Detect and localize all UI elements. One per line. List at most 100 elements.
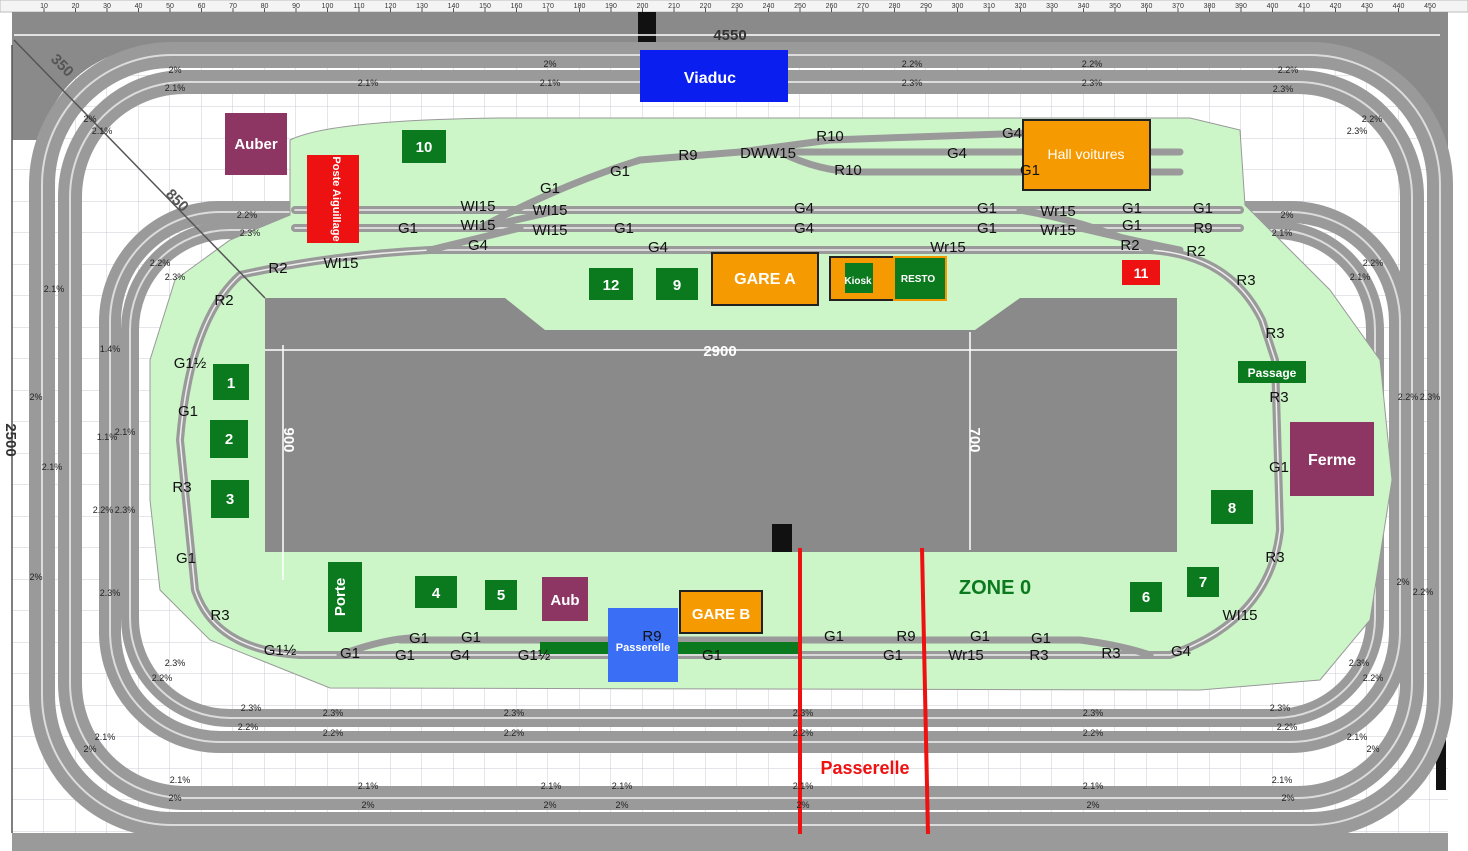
svg-text:Kiosk: Kiosk bbox=[844, 276, 872, 287]
grade-label: 2.1% bbox=[165, 83, 186, 93]
grade-label: 2.1% bbox=[540, 78, 561, 88]
track-piece-label: R9 bbox=[642, 628, 661, 645]
ruler-tick-label: 180 bbox=[574, 3, 586, 10]
grade-label: 2% bbox=[83, 114, 96, 124]
track-piece-label: G1 bbox=[702, 647, 722, 664]
track-piece-label: Wr15 bbox=[1040, 203, 1076, 220]
ruler-tick-label: 280 bbox=[889, 3, 901, 10]
ruler-tick-label: 430 bbox=[1361, 3, 1373, 10]
track-piece-label: WI15 bbox=[1222, 607, 1257, 624]
building-8[interactable]: 8 bbox=[1211, 490, 1253, 524]
building-passage[interactable]: Passage bbox=[1238, 361, 1306, 383]
svg-text:12: 12 bbox=[603, 277, 620, 294]
building-3[interactable]: 3 bbox=[211, 480, 249, 518]
ruler-tick-label: 200 bbox=[637, 3, 649, 10]
building-10[interactable]: 10 bbox=[402, 130, 446, 163]
building-12[interactable]: 12 bbox=[589, 268, 633, 300]
grade-label: 2.3% bbox=[1349, 658, 1370, 668]
building-auber[interactable]: Auber bbox=[225, 113, 287, 175]
pit-black-marker bbox=[772, 524, 792, 552]
track-piece-label: G1 bbox=[178, 403, 198, 420]
building-gare-b[interactable]: GARE B bbox=[679, 590, 763, 634]
track-piece-label: G1 bbox=[977, 200, 997, 217]
svg-text:1: 1 bbox=[227, 375, 235, 392]
track-piece-label: G1½ bbox=[264, 642, 297, 659]
passerelle-lines bbox=[798, 547, 930, 835]
ruler-tick-label: 70 bbox=[229, 3, 237, 10]
track-piece-label: Wr15 bbox=[948, 647, 984, 664]
grade-label: 2.2% bbox=[238, 722, 259, 732]
building-passerelle-station[interactable]: Passerelle bbox=[608, 608, 678, 682]
track-piece-label: WI15 bbox=[532, 222, 567, 239]
track-piece-label: WI15 bbox=[532, 202, 567, 219]
ruler-tick-label: 140 bbox=[448, 3, 460, 10]
ruler-tick-label: 210 bbox=[668, 3, 680, 10]
track-piece-label: G1 bbox=[1031, 630, 1051, 647]
track-piece-label: R3 bbox=[1265, 549, 1284, 566]
building-6[interactable]: 6 bbox=[1130, 582, 1162, 612]
ruler-tick-label: 370 bbox=[1172, 3, 1184, 10]
svg-text:GARE B: GARE B bbox=[692, 606, 751, 623]
grade-label: 2.3% bbox=[1082, 78, 1103, 88]
grade-label: 2.1% bbox=[1272, 228, 1293, 238]
ruler-tick-label: 310 bbox=[983, 3, 995, 10]
track-piece-label: R9 bbox=[896, 628, 915, 645]
track-piece-label: R3 bbox=[1265, 325, 1284, 342]
building-ferme[interactable]: Ferme bbox=[1290, 422, 1374, 496]
building-poste-aiguillage[interactable]: Poste Aiguillage bbox=[307, 155, 359, 243]
track-piece-label: G4 bbox=[648, 239, 668, 256]
grade-label: 2% bbox=[1281, 793, 1294, 803]
svg-text:Ferme: Ferme bbox=[1308, 452, 1356, 469]
track-piece-label: R3 bbox=[1029, 647, 1048, 664]
building-1[interactable]: 1 bbox=[213, 364, 249, 400]
grade-label: 2.2% bbox=[1363, 673, 1384, 683]
grade-label: 2% bbox=[796, 800, 809, 810]
building-7[interactable]: 7 bbox=[1187, 567, 1219, 597]
track-piece-label: G4 bbox=[794, 200, 814, 217]
grade-label: 2.1% bbox=[1083, 781, 1104, 791]
dim-height-total: 2500 bbox=[2, 423, 19, 456]
track-piece-label: G4 bbox=[450, 647, 470, 664]
building-11[interactable]: 11 bbox=[1122, 260, 1160, 285]
ruler-tick-label: 110 bbox=[353, 3, 364, 10]
grade-label: 2.2% bbox=[150, 258, 171, 268]
building-5[interactable]: 5 bbox=[485, 580, 517, 610]
svg-text:5: 5 bbox=[497, 587, 505, 604]
track-piece-label: G1 bbox=[883, 647, 903, 664]
building-viaduc[interactable]: Viaduc bbox=[640, 50, 788, 102]
grade-label: 2.3% bbox=[1347, 126, 1368, 136]
grade-label: 2% bbox=[1280, 210, 1293, 220]
grade-label: 2.3% bbox=[1273, 84, 1294, 94]
building-kiosk[interactable]: Kiosk bbox=[829, 256, 895, 301]
track-piece-label: G1 bbox=[409, 630, 429, 647]
building-aub[interactable]: Aub bbox=[542, 577, 588, 621]
grade-label: 2% bbox=[1366, 744, 1379, 754]
building-gare-a[interactable]: GARE A bbox=[711, 252, 819, 306]
building-2[interactable]: 2 bbox=[210, 420, 248, 458]
track-piece-label: G1 bbox=[824, 628, 844, 645]
grade-label: 2.3% bbox=[1270, 703, 1291, 713]
grade-label: 2% bbox=[83, 744, 96, 754]
track-piece-label: WI15 bbox=[460, 217, 495, 234]
svg-text:GARE A: GARE A bbox=[734, 271, 796, 288]
ruler-tick-label: 170 bbox=[542, 3, 554, 10]
building-hall-voitures[interactable]: Hall voitures bbox=[1022, 119, 1151, 191]
grade-label: 1.1% bbox=[97, 432, 118, 442]
building-porte[interactable]: Porte bbox=[328, 562, 362, 632]
building-resto[interactable]: RESTO bbox=[893, 256, 947, 301]
grade-label: 2.2% bbox=[323, 728, 344, 738]
grade-label: 2.2% bbox=[793, 728, 814, 738]
svg-text:8: 8 bbox=[1228, 500, 1236, 517]
grade-label: 2.1% bbox=[44, 284, 65, 294]
ruler-tick-label: 360 bbox=[1141, 3, 1153, 10]
svg-text:3: 3 bbox=[226, 491, 234, 508]
track-piece-label: G1 bbox=[395, 647, 415, 664]
grade-label: 2.3% bbox=[165, 658, 186, 668]
grade-label: 2.1% bbox=[95, 732, 116, 742]
track-piece-label: G1 bbox=[461, 629, 481, 646]
svg-text:Poste Aiguillage: Poste Aiguillage bbox=[330, 156, 342, 241]
building-9[interactable]: 9 bbox=[656, 268, 698, 300]
grade-label: 2.1% bbox=[541, 781, 562, 791]
building-4[interactable]: 4 bbox=[415, 576, 457, 608]
